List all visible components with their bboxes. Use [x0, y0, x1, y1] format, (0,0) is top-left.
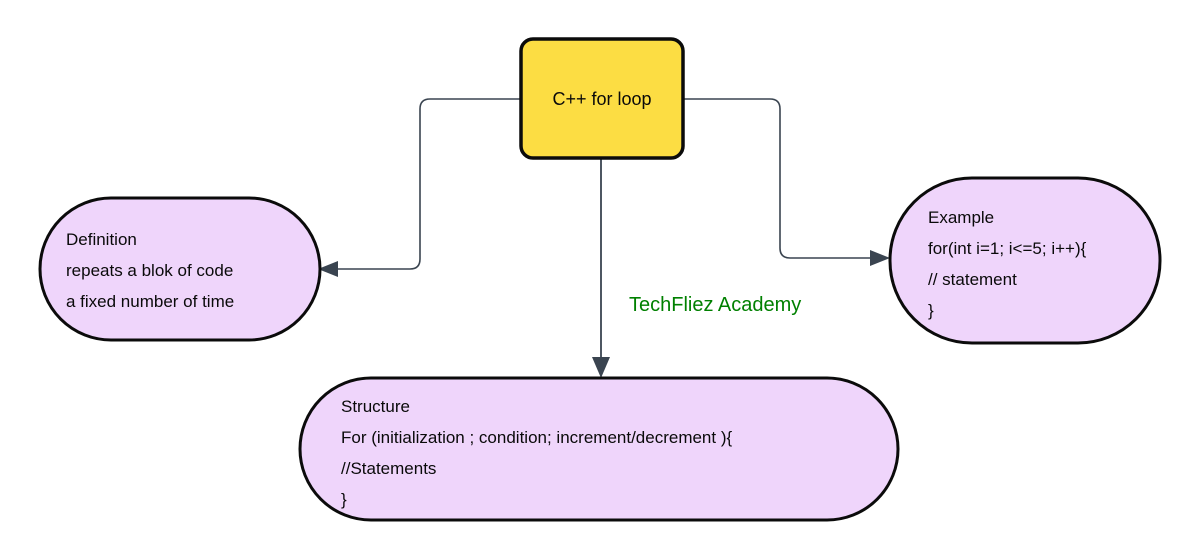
- node-root-label: C++ for loop: [552, 89, 651, 109]
- edge-root-to-structure: [592, 158, 610, 378]
- node-definition-line-1: Definition: [66, 230, 137, 249]
- node-structure-line-1: Structure: [341, 397, 410, 416]
- node-example-line-3: // statement: [928, 270, 1017, 289]
- edge-root-to-definition: [318, 98, 521, 277]
- node-root-shape[interactable]: [519, 37, 685, 160]
- node-structure-shape[interactable]: [298, 376, 900, 522]
- arrowhead-structure: [592, 357, 610, 378]
- arrowhead-example: [870, 250, 890, 266]
- node-structure-line-3: //Statements: [341, 459, 436, 478]
- node-structure-line-2: For (initialization ; condition; increme…: [341, 428, 732, 447]
- node-definition-line-2: repeats a blok of code: [66, 261, 233, 280]
- node-definition-shape[interactable]: [38, 196, 322, 342]
- node-root[interactable]: C++ for loop: [519, 37, 685, 160]
- node-structure-line-4: }: [341, 490, 347, 509]
- node-example-shape[interactable]: [888, 176, 1162, 345]
- node-example-line-2: for(int i=1; i<=5; i++){: [928, 239, 1087, 258]
- edge-root-to-example: [683, 98, 890, 266]
- node-definition[interactable]: Definition repeats a blok of code a fixe…: [38, 196, 322, 342]
- connector-layer: [318, 98, 890, 378]
- connector-root-to-example: [683, 98, 872, 259]
- arrowhead-definition: [318, 261, 338, 277]
- node-example-line-1: Example: [928, 208, 994, 227]
- node-definition-line-3: a fixed number of time: [66, 292, 234, 311]
- node-example[interactable]: Example for(int i=1; i<=5; i++){ // stat…: [888, 176, 1162, 345]
- watermark-label: TechFliez Academy: [629, 294, 801, 316]
- node-example-line-4: }: [928, 301, 934, 320]
- node-structure[interactable]: Structure For (initialization ; conditio…: [298, 376, 900, 522]
- connector-root-to-definition: [336, 98, 521, 270]
